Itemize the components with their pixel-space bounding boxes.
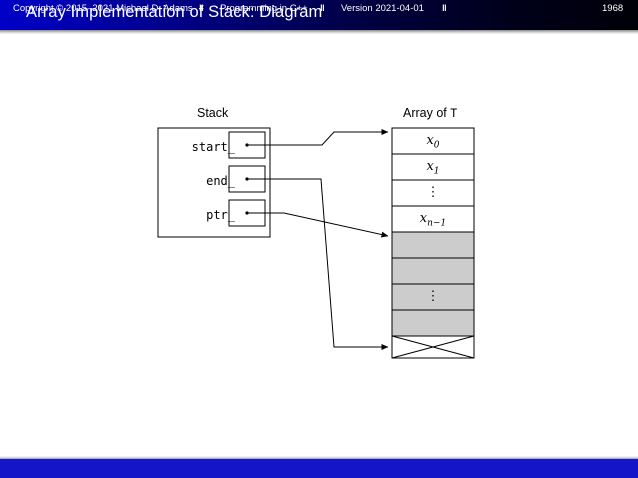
array-heading-prefix: Array of [403,106,451,120]
footer-separator-1: ‖ [199,3,204,14]
array-cell-0 [391,127,475,155]
footer-course-title: Programming in C++ [220,3,308,14]
footer-page-number: 1968 [602,3,624,14]
array-cell-value-0: x0 [426,133,440,151]
footer-top-rule [0,456,638,459]
pointer-line-end [247,178,389,350]
array-cell-6 [391,283,475,311]
array-cell-ellipsis-2: ⋮ [426,185,440,200]
footer-bar [0,459,638,478]
array-cells [391,127,475,359]
page-title: Array Implementation of Stack: Diagram [26,3,323,21]
footer-separator-2: ‖ [320,3,325,14]
stack-field-label-end: end_ [206,174,235,188]
stack-field-label-start: start_ [191,140,235,154]
array-cell-2 [391,179,475,207]
stack-box [157,127,271,238]
array-cell-7 [391,309,475,337]
array-cell-ellipsis-6: ⋮ [426,289,440,304]
array-cell-4 [391,231,475,259]
array-heading-type: T [450,106,458,120]
array-cell-value-1: x1 [426,159,440,177]
pointer-line-ptr [247,212,389,238]
title-bar-underline [0,30,638,34]
array-cell-5 [391,257,475,285]
diagram-canvas [157,127,475,359]
pointer-line-start [247,129,389,146]
stack-array-diagram: Stack Array of T start_ end_ ptr_ x0 x1 ⋮ x… [0,34,638,456]
array-cell-1 [391,153,475,181]
footer-version: Version 2021-04-01 [341,3,424,14]
array-cell-3 [391,205,475,233]
array-cell-8-cross-b [391,335,475,359]
slide-title-bar [0,0,638,30]
footer-separator-3: ‖ [442,3,447,14]
stack-heading: Stack [197,106,229,120]
array-heading: Array of T [403,106,457,120]
stack-field-label-ptr: ptr_ [206,208,235,222]
array-cell-value-3: xn−1 [419,211,447,229]
footer-copyright: Copyright © 2015–2021 Michael D. Adams [13,3,193,14]
